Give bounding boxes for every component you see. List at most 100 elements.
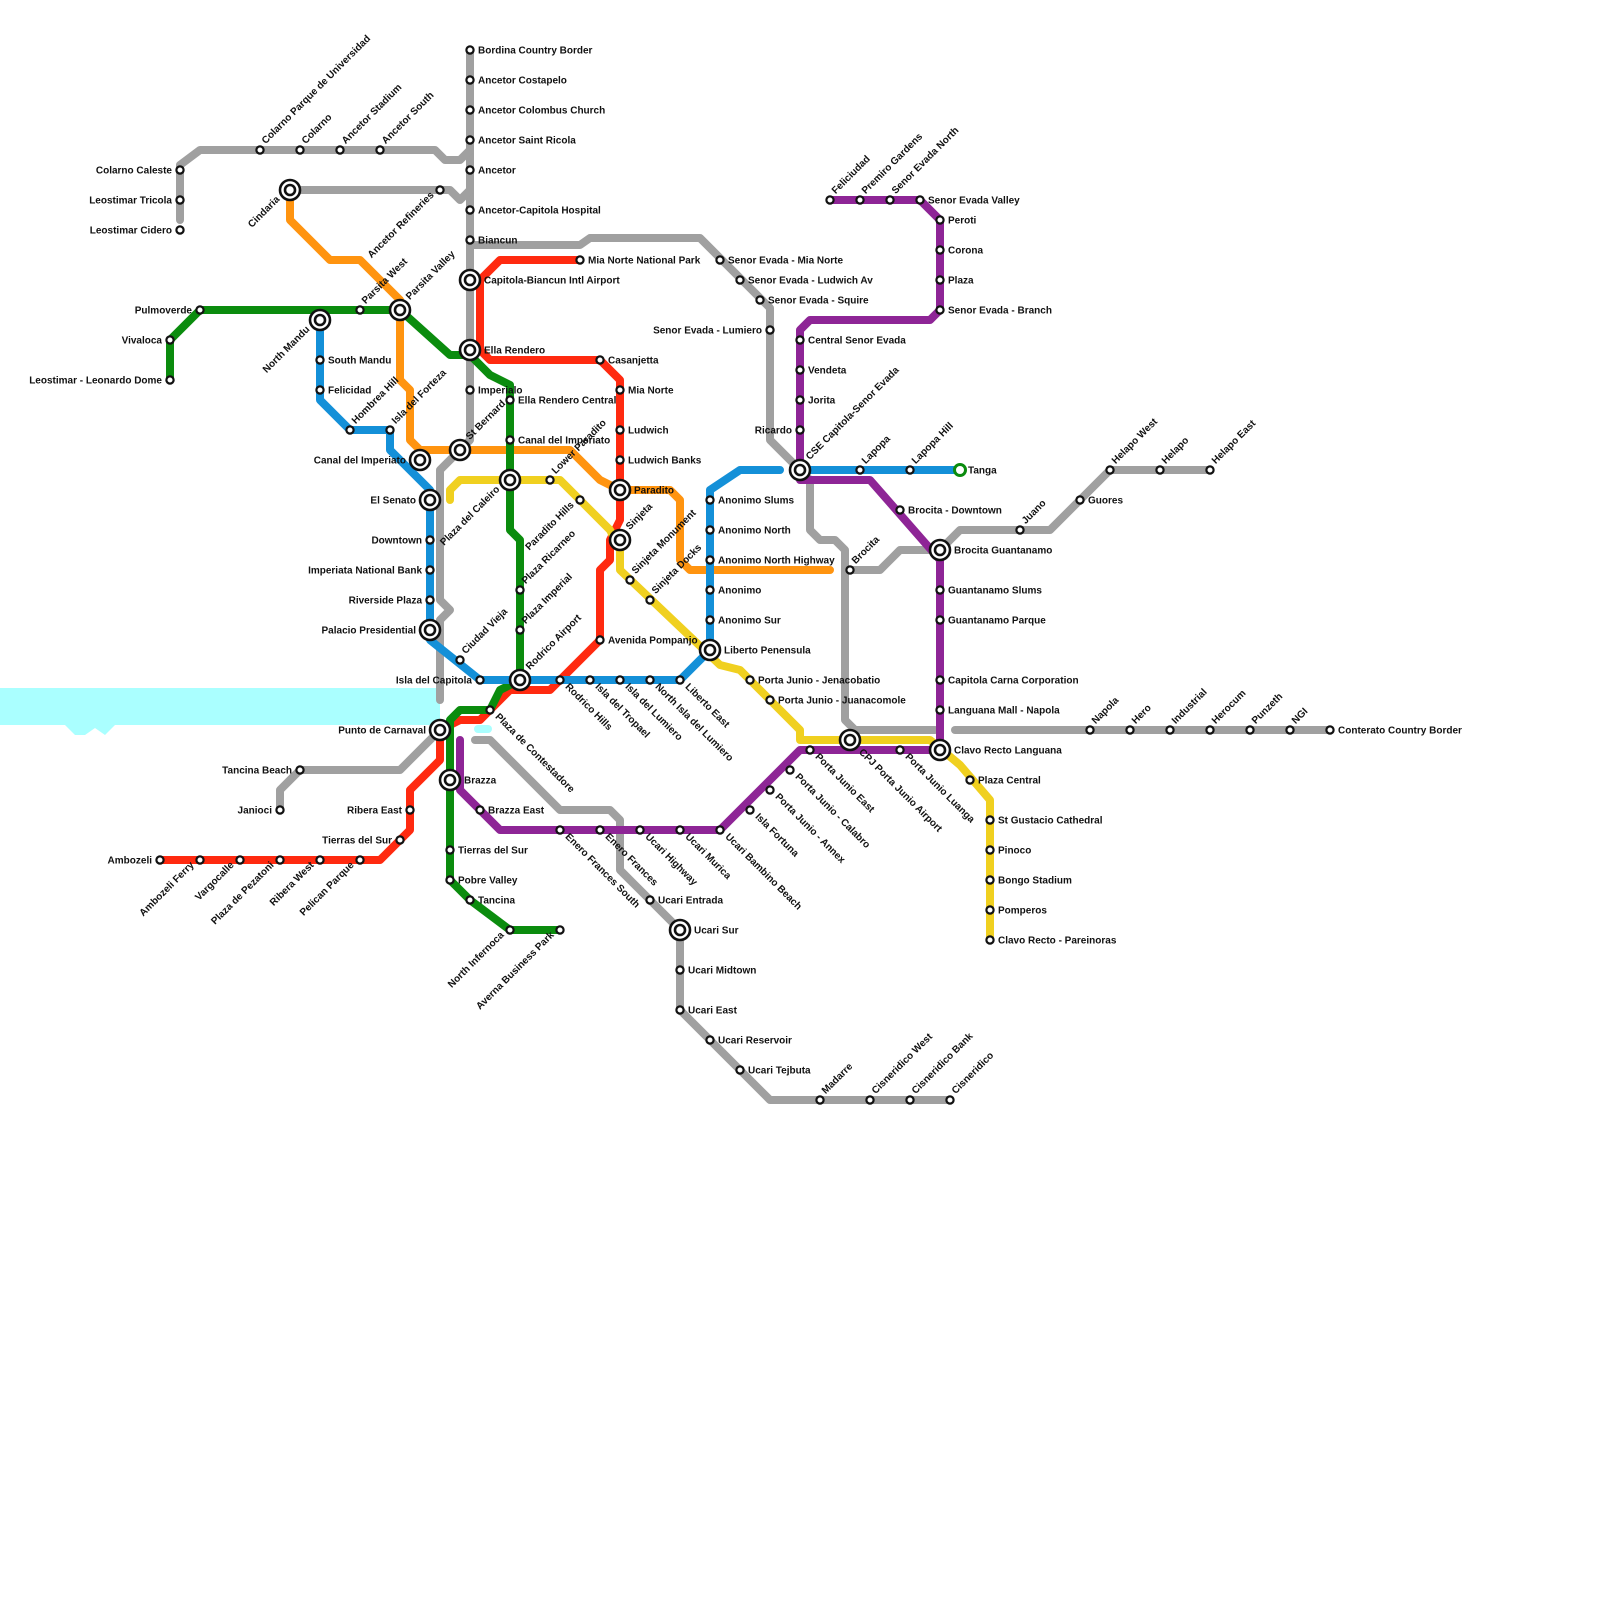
station-feliciudad[interactable] xyxy=(826,196,833,203)
station-avenida-pompanjo[interactable] xyxy=(596,636,603,643)
station-herocum[interactable] xyxy=(1206,726,1213,733)
station-plaza-central[interactable] xyxy=(966,776,973,783)
station-ricardo[interactable] xyxy=(796,426,803,433)
station-ludwich[interactable] xyxy=(616,426,623,433)
station-north-isla-del-lumiero[interactable] xyxy=(646,676,653,683)
station-sinjeta-monument[interactable] xyxy=(626,576,633,583)
station-ucari-highway[interactable] xyxy=(636,826,643,833)
station-porta-junio-annex[interactable] xyxy=(766,786,773,793)
station-rodrico-airport[interactable] xyxy=(510,670,530,690)
station-guantanamo-slums[interactable] xyxy=(936,586,943,593)
station-porta-junio-luanga[interactable] xyxy=(896,746,903,753)
station-ancetor-stadium[interactable] xyxy=(336,146,343,153)
station-central-senor-evada[interactable] xyxy=(796,336,803,343)
station-brocita-guantanamo[interactable] xyxy=(930,540,950,560)
station-ancetor-capitola-hospital[interactable] xyxy=(466,206,473,213)
station-ancetor-refineries[interactable] xyxy=(436,186,443,193)
station-tanga[interactable] xyxy=(955,465,966,476)
station-tierras-del-sur-w[interactable] xyxy=(396,836,403,843)
station-liberto-east[interactable] xyxy=(676,676,683,683)
station-liberto-penensula[interactable] xyxy=(700,640,720,660)
station-ancetor-saint-ricola[interactable] xyxy=(466,136,473,143)
station-pulmoverde[interactable] xyxy=(196,306,203,313)
station-vivaloca[interactable] xyxy=(166,336,173,343)
station-isla-fortuna[interactable] xyxy=(746,806,753,813)
station-paradito[interactable] xyxy=(610,480,630,500)
station-canal-del-imperiato-e[interactable] xyxy=(506,436,513,443)
station-anonimo[interactable] xyxy=(706,586,713,593)
station-felicidad[interactable] xyxy=(316,386,323,393)
station-enero-frances[interactable] xyxy=(596,826,603,833)
station-imperiata-national-bank[interactable] xyxy=(426,566,433,573)
station-isla-del-lumiero[interactable] xyxy=(616,676,623,683)
station-st-gustacio-cathedral[interactable] xyxy=(986,816,993,823)
station-anonimo-north-highway[interactable] xyxy=(706,556,713,563)
station-ancetor-south[interactable] xyxy=(376,146,383,153)
station-ciudad-vieja[interactable] xyxy=(456,656,463,663)
station-brocita[interactable] xyxy=(846,566,853,573)
station-ludwich-banks[interactable] xyxy=(616,456,623,463)
station-cisneridico[interactable] xyxy=(946,1096,953,1103)
station-porta-junio-calabro[interactable] xyxy=(786,766,793,773)
station-plaza-ricarneo[interactable] xyxy=(516,586,523,593)
station-ambozeli[interactable] xyxy=(156,856,163,863)
station-sinjeta-docks[interactable] xyxy=(646,596,653,603)
station-enero-frances-south[interactable] xyxy=(556,826,563,833)
station-ucari-bambino-beach[interactable] xyxy=(716,826,723,833)
station-madarre[interactable] xyxy=(816,1096,823,1103)
station-lapopa[interactable] xyxy=(856,466,863,473)
station-pobre-valley[interactable] xyxy=(446,876,453,883)
station-bordina-country-border[interactable] xyxy=(466,46,473,53)
station-ucari-murica[interactable] xyxy=(676,826,683,833)
station-bongo-stadium[interactable] xyxy=(986,876,993,883)
station-st-bernard[interactable] xyxy=(450,440,470,460)
station-premiro-gardens[interactable] xyxy=(856,196,863,203)
station-ancetor-colombus-church[interactable] xyxy=(466,106,473,113)
station-ancetor-costapelo[interactable] xyxy=(466,76,473,83)
station-ucari-tejbuta[interactable] xyxy=(736,1066,743,1073)
station-isla-del-tropael[interactable] xyxy=(586,676,593,683)
station-isla-del-capitola[interactable] xyxy=(476,676,483,683)
station-brocita-downtown[interactable] xyxy=(896,506,903,513)
station-cisneridico-bank[interactable] xyxy=(906,1096,913,1103)
station-plaza-de-contestadore[interactable] xyxy=(486,706,493,713)
station-riverside-plaza[interactable] xyxy=(426,596,433,603)
station-anonimo-north[interactable] xyxy=(706,526,713,533)
station-peroti[interactable] xyxy=(936,216,943,223)
station-corona[interactable] xyxy=(936,246,943,253)
station-hero[interactable] xyxy=(1126,726,1133,733)
station-colarno-parque[interactable] xyxy=(256,146,263,153)
station-plaza-de-pezatoni[interactable] xyxy=(276,856,283,863)
station-leostimar-tricola[interactable] xyxy=(176,196,183,203)
station-mia-norte[interactable] xyxy=(616,386,623,393)
station-capitola-biancun-airport[interactable] xyxy=(460,270,480,290)
station-canal-del-imperiato-w[interactable] xyxy=(410,450,430,470)
station-languana-mall-napola[interactable] xyxy=(936,706,943,713)
station-vendeta[interactable] xyxy=(796,366,803,373)
station-porta-junio-juanacomole[interactable] xyxy=(766,696,773,703)
station-parsita-valley[interactable] xyxy=(390,300,410,320)
station-pomperos[interactable] xyxy=(986,906,993,913)
station-ucari-entrada[interactable] xyxy=(646,896,653,903)
station-cisneridico-west[interactable] xyxy=(866,1096,873,1103)
station-ucari-east[interactable] xyxy=(676,1006,683,1013)
station-juano[interactable] xyxy=(1016,526,1023,533)
station-porta-junio-jenacobatio[interactable] xyxy=(746,676,753,683)
station-lower-paradito[interactable] xyxy=(546,476,553,483)
station-ella-rendero-central[interactable] xyxy=(506,396,513,403)
station-porta-junio-east[interactable] xyxy=(806,746,813,753)
station-senor-evada-squire[interactable] xyxy=(756,296,763,303)
station-capitola-carna-corporation[interactable] xyxy=(936,676,943,683)
station-helapo[interactable] xyxy=(1156,466,1163,473)
station-south-mandu[interactable] xyxy=(316,356,323,363)
station-punto-de-carnaval[interactable] xyxy=(430,720,450,740)
station-paradito-hills[interactable] xyxy=(576,496,583,503)
station-ucari-sur[interactable] xyxy=(670,920,690,940)
station-punzeth[interactable] xyxy=(1246,726,1253,733)
station-ngi[interactable] xyxy=(1286,726,1293,733)
station-biancun[interactable] xyxy=(466,236,473,243)
station-senor-evada-north[interactable] xyxy=(886,196,893,203)
station-guores[interactable] xyxy=(1076,496,1083,503)
station-senor-evada-mia-norte[interactable] xyxy=(716,256,723,263)
station-lapopa-hill[interactable] xyxy=(906,466,913,473)
